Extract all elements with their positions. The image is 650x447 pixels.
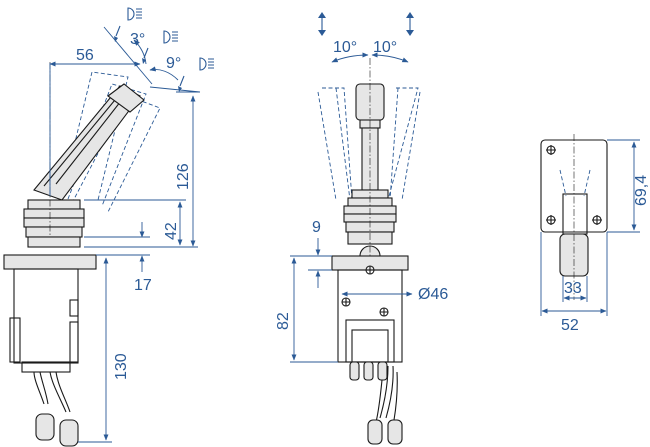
mount-stem [562,193,588,235]
dimension-9: 9 [312,219,321,236]
side-cables [33,371,79,447]
side-lever [33,83,145,201]
front-view: 10° 10° 9 82 Ø46 [275,12,448,445]
mount-lever-ghost [559,169,591,197]
side-view: 56 3° 9° 126 42 17 130 [3,7,214,447]
mount-view: 69,4 33 52 [540,134,650,334]
side-flange [3,254,97,270]
dimension-56: 56 [76,47,94,64]
front-cables [367,365,403,445]
dimension-82: 82 [275,312,292,330]
dimension-angle-3: 3° [130,31,145,48]
dimension-angle-right-10: 10° [373,39,397,56]
dimension-diameter-46: Ø46 [418,286,448,303]
move-up-down-icon [406,12,414,36]
front-pins [349,361,388,381]
headlight-icon [114,7,142,42]
headlight-icon [142,30,178,64]
side-body [9,268,79,373]
mount-screw-top [546,145,556,155]
mount-screw-bottom-right [592,215,602,225]
headlight-icon [178,57,214,92]
move-up-down-icon [318,12,326,36]
side-dimensions: 56 3° 9° 126 42 17 130 [49,26,201,443]
front-dimensions: 10° 10° 9 82 Ø46 [275,39,448,363]
dimension-17: 17 [134,277,152,294]
side-boot [23,199,85,248]
mount-dimensions: 69,4 33 52 [540,139,650,334]
dimension-42: 42 [163,222,180,240]
dimension-52: 52 [561,317,579,334]
mount-screw-bottom-left [546,215,556,225]
front-body [337,269,403,363]
dimension-69-4: 69,4 [633,175,650,206]
dimension-33: 33 [564,280,582,297]
dimension-126: 126 [175,163,192,190]
dimension-angle-9: 9° [166,55,181,72]
front-lever-ghost-positions [317,87,421,201]
dimension-angle-left-10: 10° [333,39,357,56]
dimension-130: 130 [113,353,130,380]
